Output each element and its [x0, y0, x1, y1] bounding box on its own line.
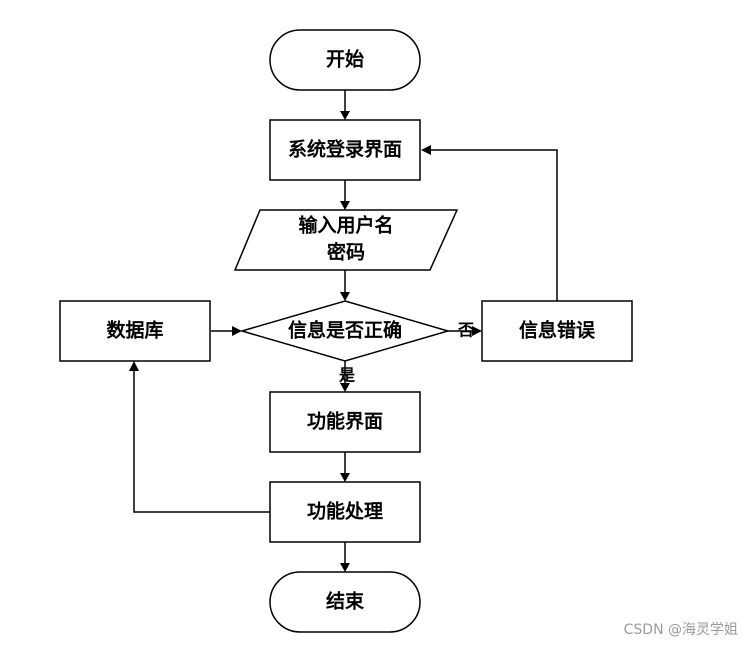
node-check: 信息是否正确 — [239, 300, 451, 362]
edge-error-to-login — [430, 149, 558, 301]
node-function-ui: 功能界面 — [269, 391, 421, 453]
process-shape — [269, 391, 421, 453]
node-label: 开始 — [326, 48, 364, 71]
edge-proc-to-database — [133, 370, 270, 513]
node-end: 结束 — [269, 571, 421, 633]
watermark: CSDN @海灵学姐 — [623, 622, 738, 638]
node-label: 信息是否正确 — [288, 319, 402, 342]
arrowhead — [340, 111, 350, 120]
arrowhead — [472, 326, 482, 336]
node-label: 输入用户名 — [298, 214, 393, 237]
edge-label-yes: 是 — [338, 366, 355, 385]
node-label: 结束 — [326, 590, 365, 613]
io-shape — [233, 209, 459, 271]
arrowhead — [232, 326, 242, 336]
decision-shape — [239, 300, 451, 362]
arrowhead — [340, 292, 350, 301]
node-label: 功能处理 — [307, 500, 383, 523]
edge-label-no: 否 — [457, 321, 474, 340]
node-database: 数据库 — [59, 300, 211, 362]
arrowhead — [340, 473, 350, 482]
process-shape — [269, 119, 421, 181]
arrowhead — [340, 563, 350, 572]
node-label: 数据库 — [106, 319, 163, 342]
node-label: 系统登录界面 — [288, 138, 402, 161]
process-shape — [269, 481, 421, 543]
node-function-proc: 功能处理 — [269, 481, 421, 543]
process-shape — [481, 300, 633, 362]
process-shape — [59, 300, 211, 362]
node-label: 密码 — [327, 241, 365, 264]
node-login: 系统登录界面 — [269, 119, 421, 181]
arrowhead — [421, 145, 431, 155]
terminator-shape — [269, 571, 421, 633]
node-label: 功能界面 — [307, 410, 383, 433]
arrowhead — [129, 361, 139, 371]
node-error: 信息错误 — [481, 300, 633, 362]
arrowhead — [340, 201, 350, 210]
node-label: 信息错误 — [519, 319, 596, 342]
node-start: 开始 — [269, 29, 421, 91]
node-input: 输入用户名 密码 — [233, 209, 459, 271]
terminator-shape — [269, 29, 421, 91]
edges — [129, 90, 558, 572]
arrowhead — [340, 383, 350, 392]
